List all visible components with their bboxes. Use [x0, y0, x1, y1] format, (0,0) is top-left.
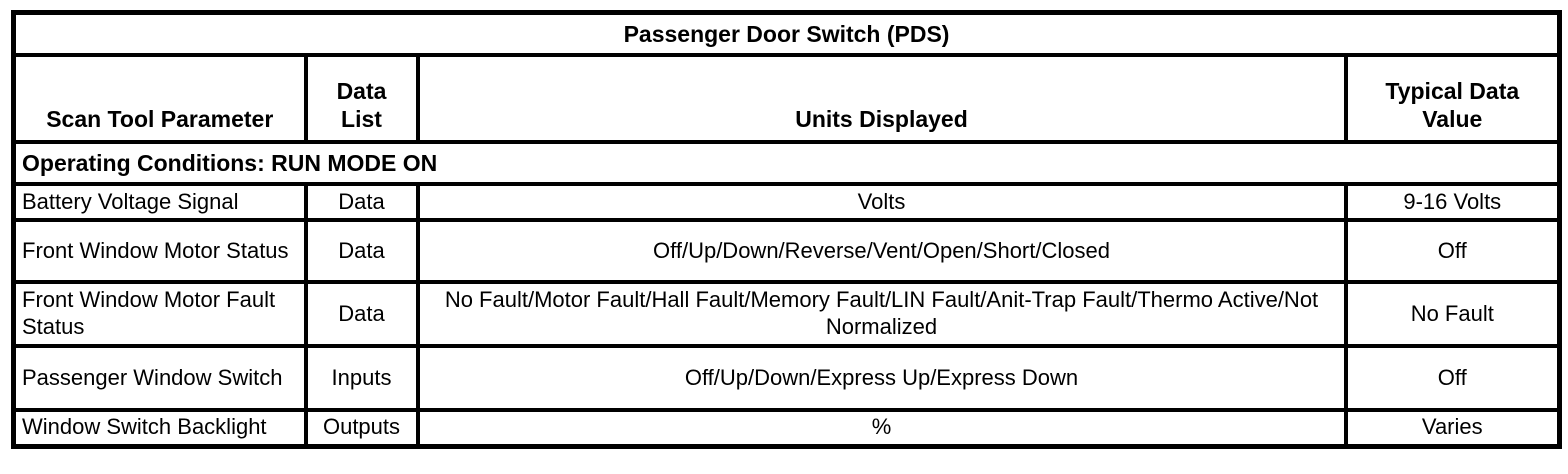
scan-data-table: Passenger Door Switch (PDS) Scan Tool Pa… [11, 10, 1563, 449]
table-row: Battery Voltage Signal Data Volts 9-16 V… [11, 182, 1562, 222]
units-cell: Volts [415, 182, 1348, 222]
typical-value-cell: 9-16 Volts [1343, 182, 1562, 222]
table-row: Passenger Window Switch Inputs Off/Up/Do… [11, 344, 1562, 412]
parameter-cell: Front Window Motor Fault Status [11, 280, 308, 348]
column-header-typical-data-value: Typical Data Value [1343, 53, 1562, 144]
operating-conditions-row: Operating Conditions: RUN MODE ON [11, 140, 1562, 186]
table-row: Window Switch Backlight Outputs % Varies [11, 408, 1562, 448]
units-cell: No Fault/Motor Fault/Hall Fault/Memory F… [415, 280, 1348, 348]
typical-value-cell: Varies [1343, 408, 1562, 448]
units-cell: % [415, 408, 1348, 448]
units-cell: Off/Up/Down/Express Up/Express Down [415, 344, 1348, 412]
data-list-cell: Inputs [303, 344, 420, 412]
table-row: Front Window Motor Fault Status Data No … [11, 280, 1562, 348]
data-list-cell: Outputs [303, 408, 420, 448]
column-header-data-list: Data List [303, 53, 420, 144]
typical-value-cell: Off [1343, 344, 1562, 412]
operating-conditions-label: Operating Conditions: RUN MODE ON [11, 140, 1562, 186]
typical-value-cell: Off [1343, 218, 1562, 284]
data-list-cell: Data [303, 218, 420, 284]
table-row: Front Window Motor Status Data Off/Up/Do… [11, 218, 1562, 284]
column-header-scan-tool-parameter: Scan Tool Parameter [11, 53, 308, 144]
title-row: Passenger Door Switch (PDS) [11, 10, 1562, 57]
table-title: Passenger Door Switch (PDS) [11, 10, 1562, 57]
units-cell: Off/Up/Down/Reverse/Vent/Open/Short/Clos… [415, 218, 1348, 284]
typical-value-cell: No Fault [1343, 280, 1562, 348]
parameter-cell: Window Switch Backlight [11, 408, 308, 448]
header-row: Scan Tool Parameter Data List Units Disp… [11, 53, 1562, 144]
data-list-cell: Data [303, 280, 420, 348]
parameter-cell: Battery Voltage Signal [11, 182, 308, 222]
parameter-cell: Front Window Motor Status [11, 218, 308, 284]
column-header-units-displayed: Units Displayed [415, 53, 1348, 144]
data-list-cell: Data [303, 182, 420, 222]
parameter-cell: Passenger Window Switch [11, 344, 308, 412]
